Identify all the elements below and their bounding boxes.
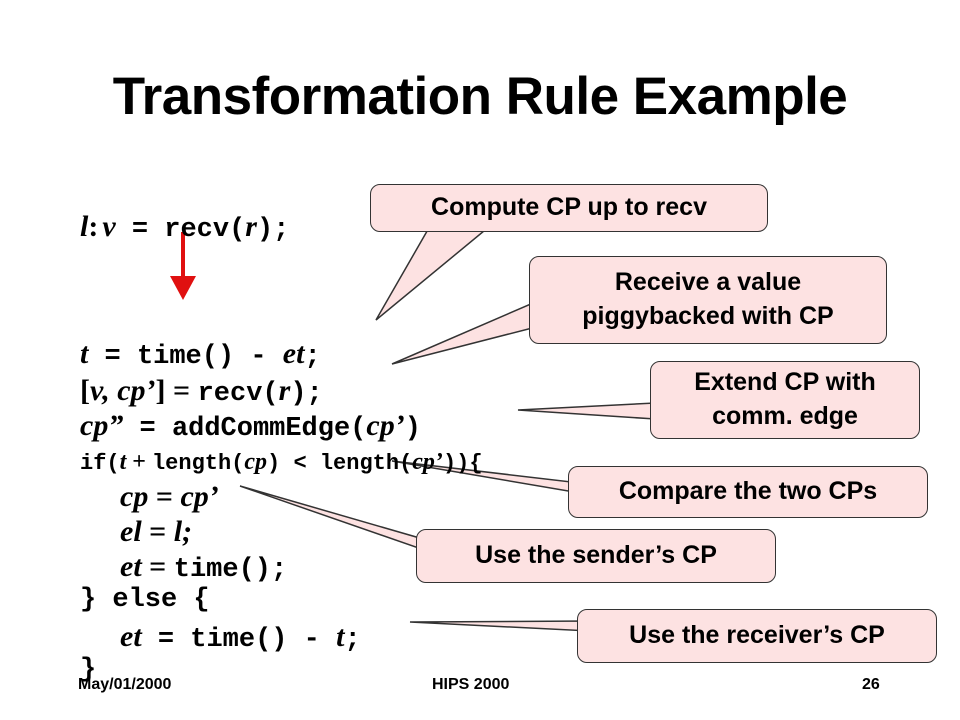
callout-receiver-cp: Use the receiver’s CP (577, 609, 937, 663)
code-token: = (115, 215, 165, 245)
code-line-9: } else { (64, 571, 210, 630)
code-token: ); (256, 215, 290, 245)
code-token: [ (80, 374, 90, 407)
code-line-3: [v, cp’] = recv(r); (64, 360, 323, 424)
code-token: ] = (155, 374, 198, 407)
code-token: ) (404, 414, 421, 444)
callout-sender-cp: Use the sender’s CP (416, 529, 776, 583)
code-line-5: if(t + length(cp) < length(cp’)){ (64, 434, 483, 491)
code-token: = (123, 414, 172, 444)
code-line-1: l: v = recv(r); (64, 196, 289, 260)
callout-text: comm. edge (712, 402, 858, 430)
code-token: } else { (80, 585, 210, 615)
callout-text: Compute CP up to recv (431, 193, 707, 222)
callout-text: Extend CP with (694, 368, 876, 397)
code-token: l (80, 210, 89, 243)
code-token: = (141, 515, 174, 548)
callout-receive-value: Receive a value piggybacked with CP (529, 256, 887, 344)
code-line-10: et = time() - t; (104, 606, 361, 670)
slide-title: Transformation Rule Example (112, 67, 848, 126)
code-line-2: t = time() - et; (64, 323, 321, 387)
callout-compute-cp: Compute CP up to recv (370, 184, 768, 232)
code-token: v (102, 210, 116, 243)
code-token: r (245, 210, 257, 243)
code-token: length( (151, 451, 245, 476)
callout-text: Use the receiver’s CP (629, 621, 885, 650)
connector-c2 (391, 298, 541, 365)
code-token: recv( (197, 379, 279, 409)
code-token: cp’ (180, 480, 219, 513)
code-token: addCommEdge( (171, 414, 367, 444)
code-token: el (120, 515, 142, 548)
callout-text: piggybacked with CP (582, 302, 834, 330)
code-token: cp’ (366, 409, 405, 442)
code-token: time(); (173, 555, 288, 585)
code-token: r (278, 374, 291, 407)
code-token: cp” (80, 409, 124, 442)
code-token: )){ (442, 451, 483, 476)
footer-event: HIPS 2000 (432, 676, 510, 693)
code-token: + (126, 449, 152, 475)
code-line-6: cp = cp’ (104, 466, 219, 528)
code-token: et (120, 550, 142, 583)
code-token: cp (244, 449, 268, 475)
code-line-11: } (64, 641, 96, 700)
callout-text: Receive a value (614, 268, 802, 297)
code-token: = (148, 480, 181, 513)
connector-c1 (375, 225, 493, 321)
callout-extend-cp: Extend CP with comm. edge (650, 361, 920, 439)
code-token: : (88, 210, 99, 243)
code-token: ) < length( (267, 451, 413, 476)
code-token: et (282, 337, 305, 370)
connector-c6 (409, 620, 591, 632)
code-token: t (119, 449, 127, 475)
code-token: recv( (164, 215, 246, 245)
code-token: } (80, 655, 97, 685)
code-line-4: cp” = addCommEdge(cp’) (64, 395, 421, 459)
code-token: ; (344, 625, 361, 655)
callout-compare-cps: Compare the two CPs (568, 466, 928, 518)
down-arrow-icon (170, 232, 196, 300)
code-token: if( (80, 451, 120, 476)
code-token: = (141, 550, 174, 583)
callout-text: Compare the two CPs (618, 477, 878, 506)
code-token: cp (120, 480, 149, 513)
code-token: ; (304, 342, 321, 372)
connector-c3 (517, 402, 656, 420)
code-token: t (336, 620, 345, 653)
code-token: et (120, 620, 142, 653)
code-token: v, cp’ (90, 374, 156, 407)
code-token: = (88, 342, 137, 372)
footer-page-number: 26 (862, 676, 880, 693)
code-token: time() - (190, 625, 337, 655)
callout-text: Use the sender’s CP (475, 541, 717, 570)
code-token: t (80, 337, 89, 370)
footer-date: May/01/2000 (78, 676, 172, 693)
code-line-8: et = time(); (104, 536, 287, 600)
code-line-7: el = l; (104, 501, 192, 563)
code-token: ); (290, 379, 323, 409)
code-token: = (141, 625, 191, 655)
code-token: l; (173, 515, 193, 548)
code-token: cp’ (412, 449, 443, 475)
code-token: time() - (136, 342, 283, 372)
